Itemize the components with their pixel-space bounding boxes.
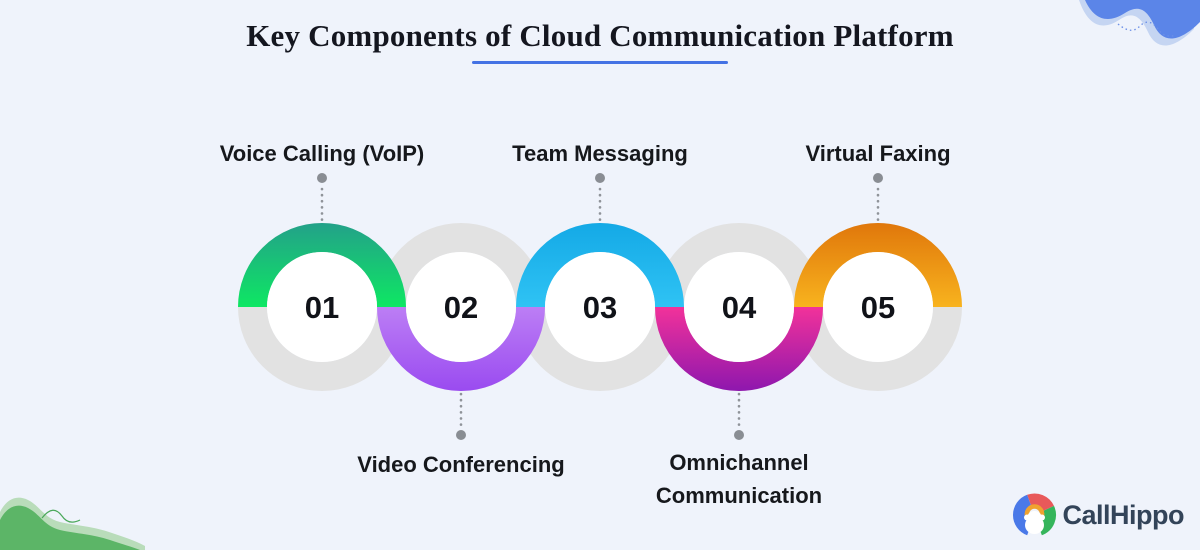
ring-center (684, 252, 794, 362)
connectors (320, 187, 880, 427)
logo-headband (1024, 504, 1044, 518)
arc-team-messaging (516, 223, 684, 308)
step-number: 01 (305, 290, 339, 325)
connector-dot (317, 173, 327, 183)
connector-dot (734, 430, 744, 440)
arc-video-conferencing (377, 306, 545, 391)
label-virtual-faxing: Virtual Faxing (805, 141, 951, 166)
label-voice-calling: Voice Calling (VoIP) (219, 141, 425, 166)
brand-logo[interactable]: CallHippo (1012, 492, 1185, 538)
step-number: 03 (583, 290, 617, 325)
ring-center (545, 252, 655, 362)
ring-centers (267, 252, 933, 362)
connector-dot (456, 430, 466, 440)
connector-dot (873, 173, 883, 183)
step-number: 02 (444, 290, 478, 325)
brand-name: CallHippo (1062, 499, 1185, 530)
step-numbers: 01 02 03 04 05 (305, 290, 895, 325)
logo-hippo-face (1023, 511, 1045, 534)
logo-segment-red (1026, 493, 1054, 512)
title-underline (472, 61, 728, 64)
corner-squiggle (41, 509, 81, 523)
label-omnichannel-communication: Omnichannel Communication (655, 450, 823, 508)
corner-dotted-wave (1117, 21, 1177, 37)
ring-center (823, 252, 933, 362)
ring-center (267, 252, 377, 362)
corner-blob (0, 505, 140, 550)
corner-decoration-bottom-left (0, 497, 145, 550)
callhippo-logo-icon (1012, 493, 1056, 536)
step-number: 04 (722, 290, 757, 325)
connector-dot (595, 173, 605, 183)
arc-voice-calling (238, 223, 406, 308)
connector-dots (317, 173, 883, 440)
page-title: Key Components of Cloud Communication Pl… (246, 18, 954, 53)
ring-center (406, 252, 516, 362)
label-team-messaging: Team Messaging (512, 141, 688, 166)
arc-omnichannel (655, 306, 823, 391)
arc-virtual-faxing (794, 223, 962, 308)
step-number: 05 (861, 290, 895, 325)
label-video-conferencing: Video Conferencing (357, 452, 565, 477)
corner-blob (1085, 0, 1200, 39)
ring-arcs (238, 223, 962, 391)
corner-decoration-top-right (1079, 0, 1200, 46)
